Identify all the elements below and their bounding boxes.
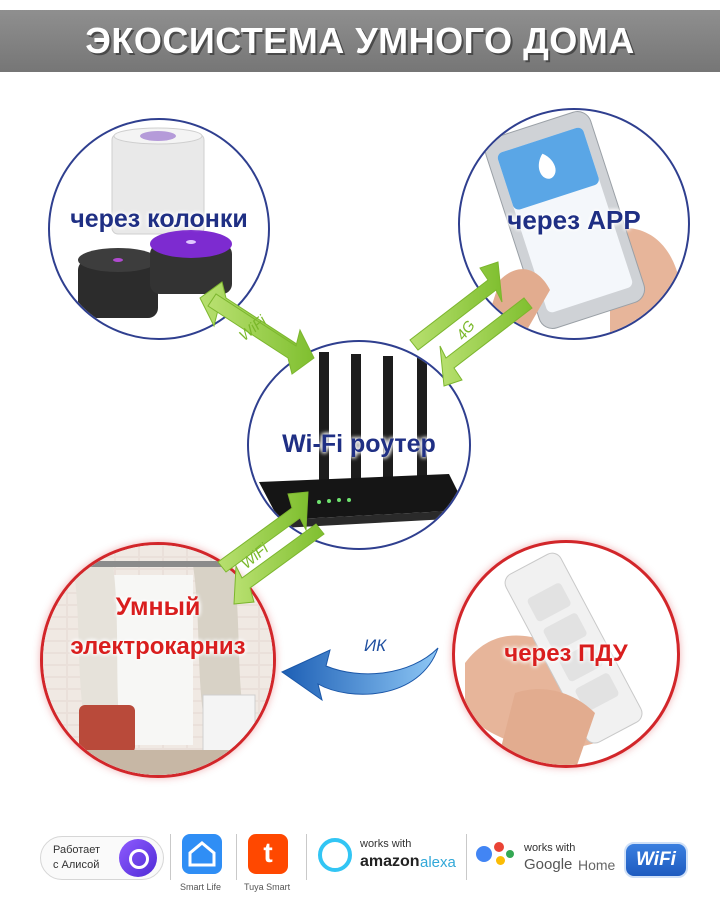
remote-cornice-connection-label: ИК [364,636,387,655]
router-illustration [259,352,467,528]
smartlife-caption: Smart Life [180,882,222,892]
google-assistant-icon [476,842,516,872]
alice-icon [119,839,157,877]
remote-control-illustration [465,552,643,765]
compatibility-logos: Работает с Алисой Smart Life t Tuya Smar… [0,820,720,906]
alexa-icon [318,838,352,872]
wifi-arrow-router-cornice [217,491,325,605]
wifi-logo-text: WiFi [636,849,676,870]
cornice-node: Умный электрокарниз [40,542,276,778]
tuya-logo: t [248,834,288,874]
cornice-label-line1: Умный [115,593,201,621]
smartlife-logo [182,834,222,874]
wifi-arrow-speakers-router [199,281,315,375]
speakers-label: через колонки [70,205,248,233]
remote-label: через ПДУ [504,640,628,667]
alice-badge: Работает с Алисой [40,836,164,880]
alexa-line2: amazon [360,853,420,870]
router-label: Wi-Fi роутер [282,430,436,458]
house-icon [188,841,216,867]
alexa-line3: alexa [420,854,456,871]
remote-node: через ПДУ [452,540,680,768]
4g-arrow-app-router [409,261,533,387]
app-label: через APP [507,205,641,235]
connection-arrows [199,261,533,702]
alice-line2: с Алисой [53,859,100,871]
google-line1: works with [524,842,576,854]
cornice-label-line2: электрокарниз [70,633,246,660]
google-line2: Google [524,856,573,873]
alexa-line1: works with [360,838,412,850]
phone-illustration [481,111,685,338]
wifi-logo: WiFi [624,842,688,878]
tuya-caption: Tuya Smart [244,882,291,892]
alice-line1: Работает [53,844,101,856]
ir-arrow-remote-cornice [280,647,439,702]
smart-speakers-illustration [78,127,232,318]
google-line3: Home [578,857,616,873]
app-node: через APP [458,108,690,340]
page-title: ЭКОСИСТЕМА УМНОГО ДОМА [85,20,635,61]
header-banner: ЭКОСИСТЕМА УМНОГО ДОМА [0,10,720,72]
curtain-room-illustration [43,545,273,775]
